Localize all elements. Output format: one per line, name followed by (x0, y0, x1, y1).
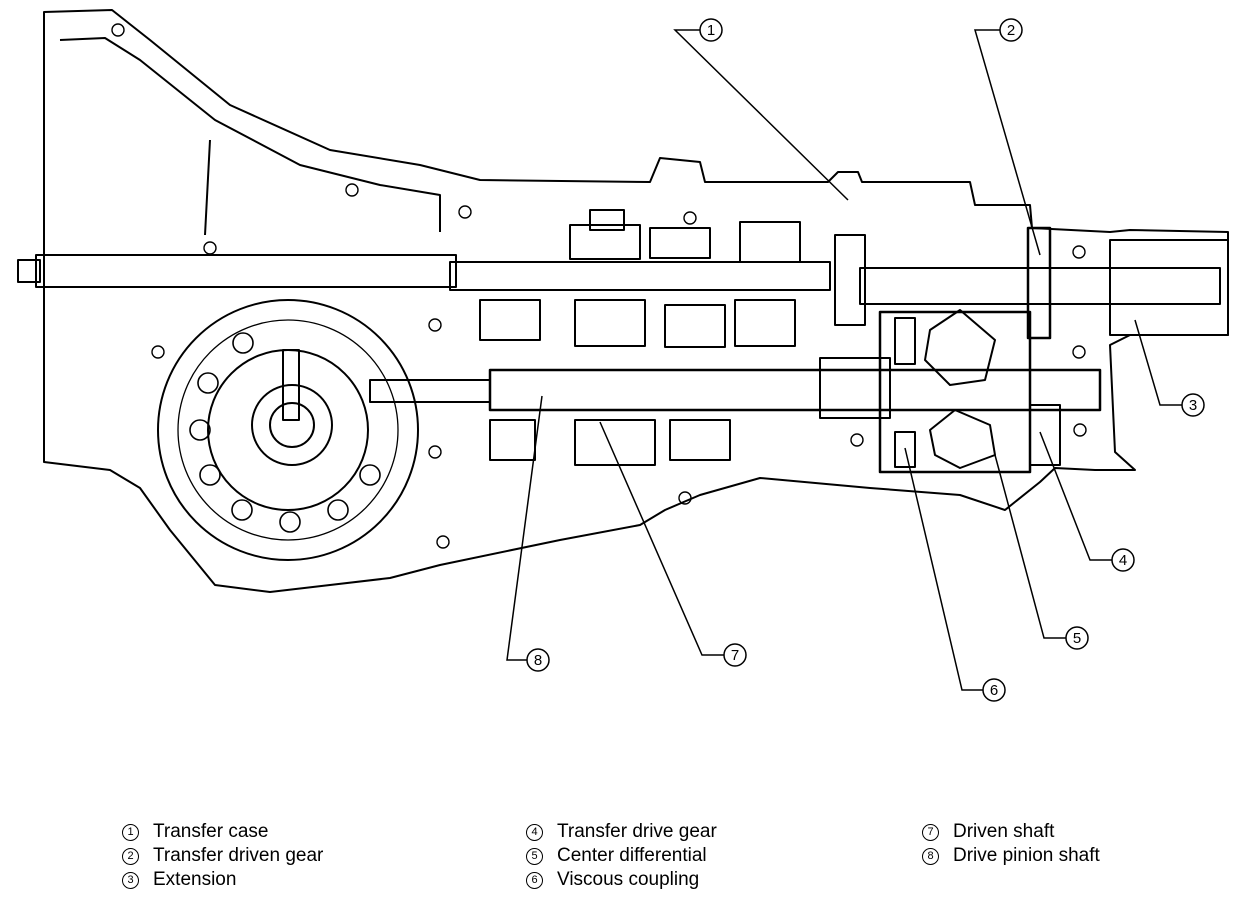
leader-line-1 (673, 29, 849, 201)
center-differential-gears-lower (929, 409, 996, 469)
callout-number: 7 (731, 647, 739, 664)
callout-7: 7 (723, 643, 747, 667)
legend-item: 1 Transfer case (122, 820, 323, 844)
transfer-drive-gear (1029, 404, 1061, 466)
leader-line-3 (1134, 319, 1182, 406)
legend-number: 1 (122, 823, 139, 841)
differential-side-gear (251, 384, 333, 466)
legend-item: 2 Transfer driven gear (122, 844, 323, 868)
leader-line-5 (994, 454, 1066, 639)
callout-number: 5 (1073, 630, 1081, 647)
legend-label: Transfer drive gear (557, 821, 717, 842)
drive-pinion-shaft (488, 368, 1102, 412)
legend-item: 7 Driven shaft (922, 820, 1100, 844)
rear-output-shaft (859, 267, 1221, 305)
drive-pinion-head (369, 379, 491, 403)
callouts: 1 2 3 4 5 6 7 8 (526, 18, 1205, 702)
legend-label: Extension (153, 869, 237, 890)
leader-line-4 (1039, 431, 1112, 561)
legend-column-2: 4 Transfer drive gear 5 Center different… (526, 820, 717, 892)
callout-number: 8 (534, 652, 542, 669)
legend-number: 4 (526, 823, 543, 841)
legend-number: 5 (526, 847, 543, 865)
legend-label: Driven shaft (953, 821, 1055, 842)
legend-number: 8 (922, 847, 939, 865)
input-shaft-end (17, 259, 41, 283)
main-shaft (449, 261, 831, 291)
legend-label: Drive pinion shaft (953, 845, 1100, 866)
callout-number: 4 (1119, 552, 1127, 569)
legend-item: 8 Drive pinion shaft (922, 844, 1100, 868)
transmission-case-outline (43, 9, 1229, 593)
center-differential-housing (878, 310, 1032, 474)
extension-housing (1109, 239, 1229, 336)
differential-case (207, 349, 369, 511)
legend-label: Transfer case (153, 821, 269, 842)
leader-line-7 (599, 421, 724, 656)
legend-item: 4 Transfer drive gear (526, 820, 717, 844)
legend-label: Viscous coupling (557, 869, 700, 890)
legend-column-1: 1 Transfer case 2 Transfer driven gear 3… (122, 820, 323, 892)
leader-line-2 (974, 29, 1041, 256)
differential-center (269, 402, 315, 448)
legend-label: Transfer driven gear (153, 845, 324, 866)
callout-3: 3 (1181, 393, 1205, 417)
bell-housing-rib (59, 37, 441, 236)
legend-item: 3 Extension (122, 868, 323, 892)
ring-gear-bolts (189, 332, 381, 533)
legend-item: 6 Viscous coupling (526, 868, 717, 892)
input-shaft (35, 254, 457, 288)
upper-gear-cluster (479, 209, 866, 348)
callout-5: 5 (1065, 626, 1089, 650)
viscous-coupling-plates-lower (894, 431, 916, 468)
pinion-shaft (282, 349, 300, 421)
ring-gear-outer (157, 299, 419, 561)
legend-item: 5 Center differential (526, 844, 717, 868)
callout-number: 6 (990, 682, 998, 699)
case-bolt-holes (111, 23, 1087, 549)
legend-number: 7 (922, 823, 939, 841)
lower-gear-cluster (489, 357, 891, 466)
callout-2: 2 (999, 18, 1023, 42)
leader-line-6 (904, 447, 983, 691)
callout-4: 4 (1111, 548, 1135, 572)
leader-line-8 (506, 395, 543, 661)
legend-number: 6 (526, 871, 543, 889)
callout-8: 8 (526, 648, 550, 672)
transmission-cutaway-diagram: 1 2 3 4 5 6 7 8 (17, 9, 1229, 702)
center-differential-gears (924, 309, 996, 386)
ring-gear-bolt-circle (177, 319, 399, 541)
legend-number: 2 (122, 847, 139, 865)
legend-label: Center differential (557, 845, 707, 866)
callout-6: 6 (982, 678, 1006, 702)
viscous-coupling-plates (894, 317, 916, 365)
callout-number: 3 (1189, 397, 1197, 414)
callout-number: 1 (707, 22, 715, 39)
legend-number: 3 (122, 871, 139, 889)
transfer-driven-gear (1026, 226, 1052, 340)
callout-number: 2 (1007, 22, 1015, 39)
callout-1: 1 (699, 18, 723, 42)
legend-column-3: 7 Driven shaft 8 Drive pinion shaft (922, 820, 1100, 868)
